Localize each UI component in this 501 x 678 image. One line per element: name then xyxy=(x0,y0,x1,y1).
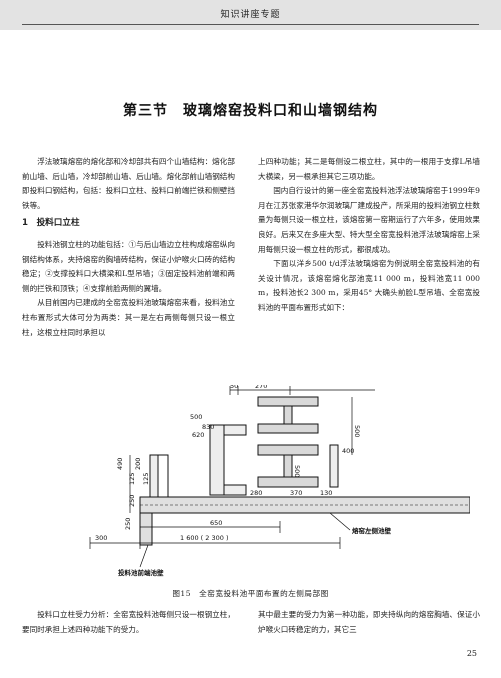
dim-490: 490 xyxy=(116,458,124,470)
page-number: 25 xyxy=(466,649,477,658)
figure-caption: 图15 全窑宽投料池平面布置的左侧局部图 xyxy=(172,589,329,598)
dim-400: 400 xyxy=(342,447,354,455)
section-title: 第三节 玻璃熔窑投料口和山墙钢结构 xyxy=(123,103,378,119)
bottom-left-column: 投料口立柱受力分析：全窑宽投料池每侧只设一根钢立柱，要同时承担上述四种功能下的受… xyxy=(22,608,235,637)
right-paragraph-3: 下面以洋乡500 t/d浮法玻璃熔窑为例说明全窑宽投料池的有关设计情况，该熔窑熔… xyxy=(258,259,480,312)
dim-270: 270 xyxy=(255,385,267,390)
bottom-left-paragraph: 投料口立柱受力分析：全窑宽投料池每侧只设一根钢立柱，要同时承担上述四种功能下的受… xyxy=(22,610,235,634)
dim-500-col: 500 xyxy=(293,465,301,477)
dim-1600: 1 600 ( 2 300 ) xyxy=(180,534,229,542)
right-column: 上四种功能；其二是每侧设二根立柱，其中的一根用于支撑L吊墙大横梁，另一根承担其它… xyxy=(258,155,480,316)
dim-50: 50 xyxy=(230,385,238,390)
dim-200: 200 xyxy=(134,458,142,470)
dim-650: 650 xyxy=(210,519,222,527)
dim-500-left: 500 xyxy=(190,413,202,421)
bottom-right-paragraph: 其中最主要的受力为第一种功能，即夹持纵向的熔窑胸墙、保证小炉喉火口砖稳定的力，其… xyxy=(258,610,480,634)
dim-250-a: 250 xyxy=(128,495,136,507)
dim-125-a: 125 xyxy=(128,473,136,485)
section-heading: 1 投料口立柱 xyxy=(22,218,80,229)
left-paragraph-1: 浮法玻璃熔窑的熔化部和冷却部共有四个山墙结构：熔化部前山墙、后山墙，冷却部前山墙… xyxy=(22,157,235,210)
dim-370: 370 xyxy=(290,489,302,497)
dim-500-right: 500 xyxy=(353,425,361,437)
dim-830: 830 xyxy=(202,423,214,431)
header-label: 知识讲座专题 xyxy=(220,10,281,20)
bottom-right-column: 其中最主要的受力为第一种功能，即夹持纵向的熔窑胸墙、保证小炉喉火口砖稳定的力，其… xyxy=(258,608,480,637)
label-side-wall: 熔窑左侧池壁 xyxy=(352,526,392,535)
dim-125-b: 125 xyxy=(142,473,150,485)
dim-250-b: 250 xyxy=(124,518,132,530)
label-front-wall: 投料池前端池壁 xyxy=(118,568,164,577)
dim-130: 130 xyxy=(320,489,332,497)
header-rule xyxy=(22,24,479,25)
left-paragraph-3: 从目前国内已建成的全窑宽投料池玻璃熔窑来看，投料池立柱布置形式大体可分为两类：其… xyxy=(22,298,235,337)
engineering-figure: 50 270 500 500 830 620 500 400 280 370 1… xyxy=(30,382,471,580)
dim-280: 280 xyxy=(250,489,262,497)
dim-300: 300 xyxy=(95,534,107,542)
right-paragraph-1: 上四种功能；其二是每侧设二根立柱，其中的一根用于支撑L吊墙大横梁，另一根承担其它… xyxy=(258,157,480,181)
right-paragraph-2: 国内自行设计的第一座全窑宽投料池浮法玻璃熔窑于1999年9月在江苏张家港华尔润玻… xyxy=(258,186,480,254)
dim-620: 620 xyxy=(192,431,204,439)
left-paragraph-2: 投料池钢立柱的功能包括：①与后山墙边立柱构成熔窑纵向钢结构体系，夹持熔窑的胸墙砖… xyxy=(22,239,235,293)
left-column: 浮法玻璃熔窑的熔化部和冷却部共有四个山墙结构：熔化部前山墙、后山墙，冷却部前山墙… xyxy=(22,155,235,340)
page-header: 知识讲座专题 xyxy=(0,0,501,30)
